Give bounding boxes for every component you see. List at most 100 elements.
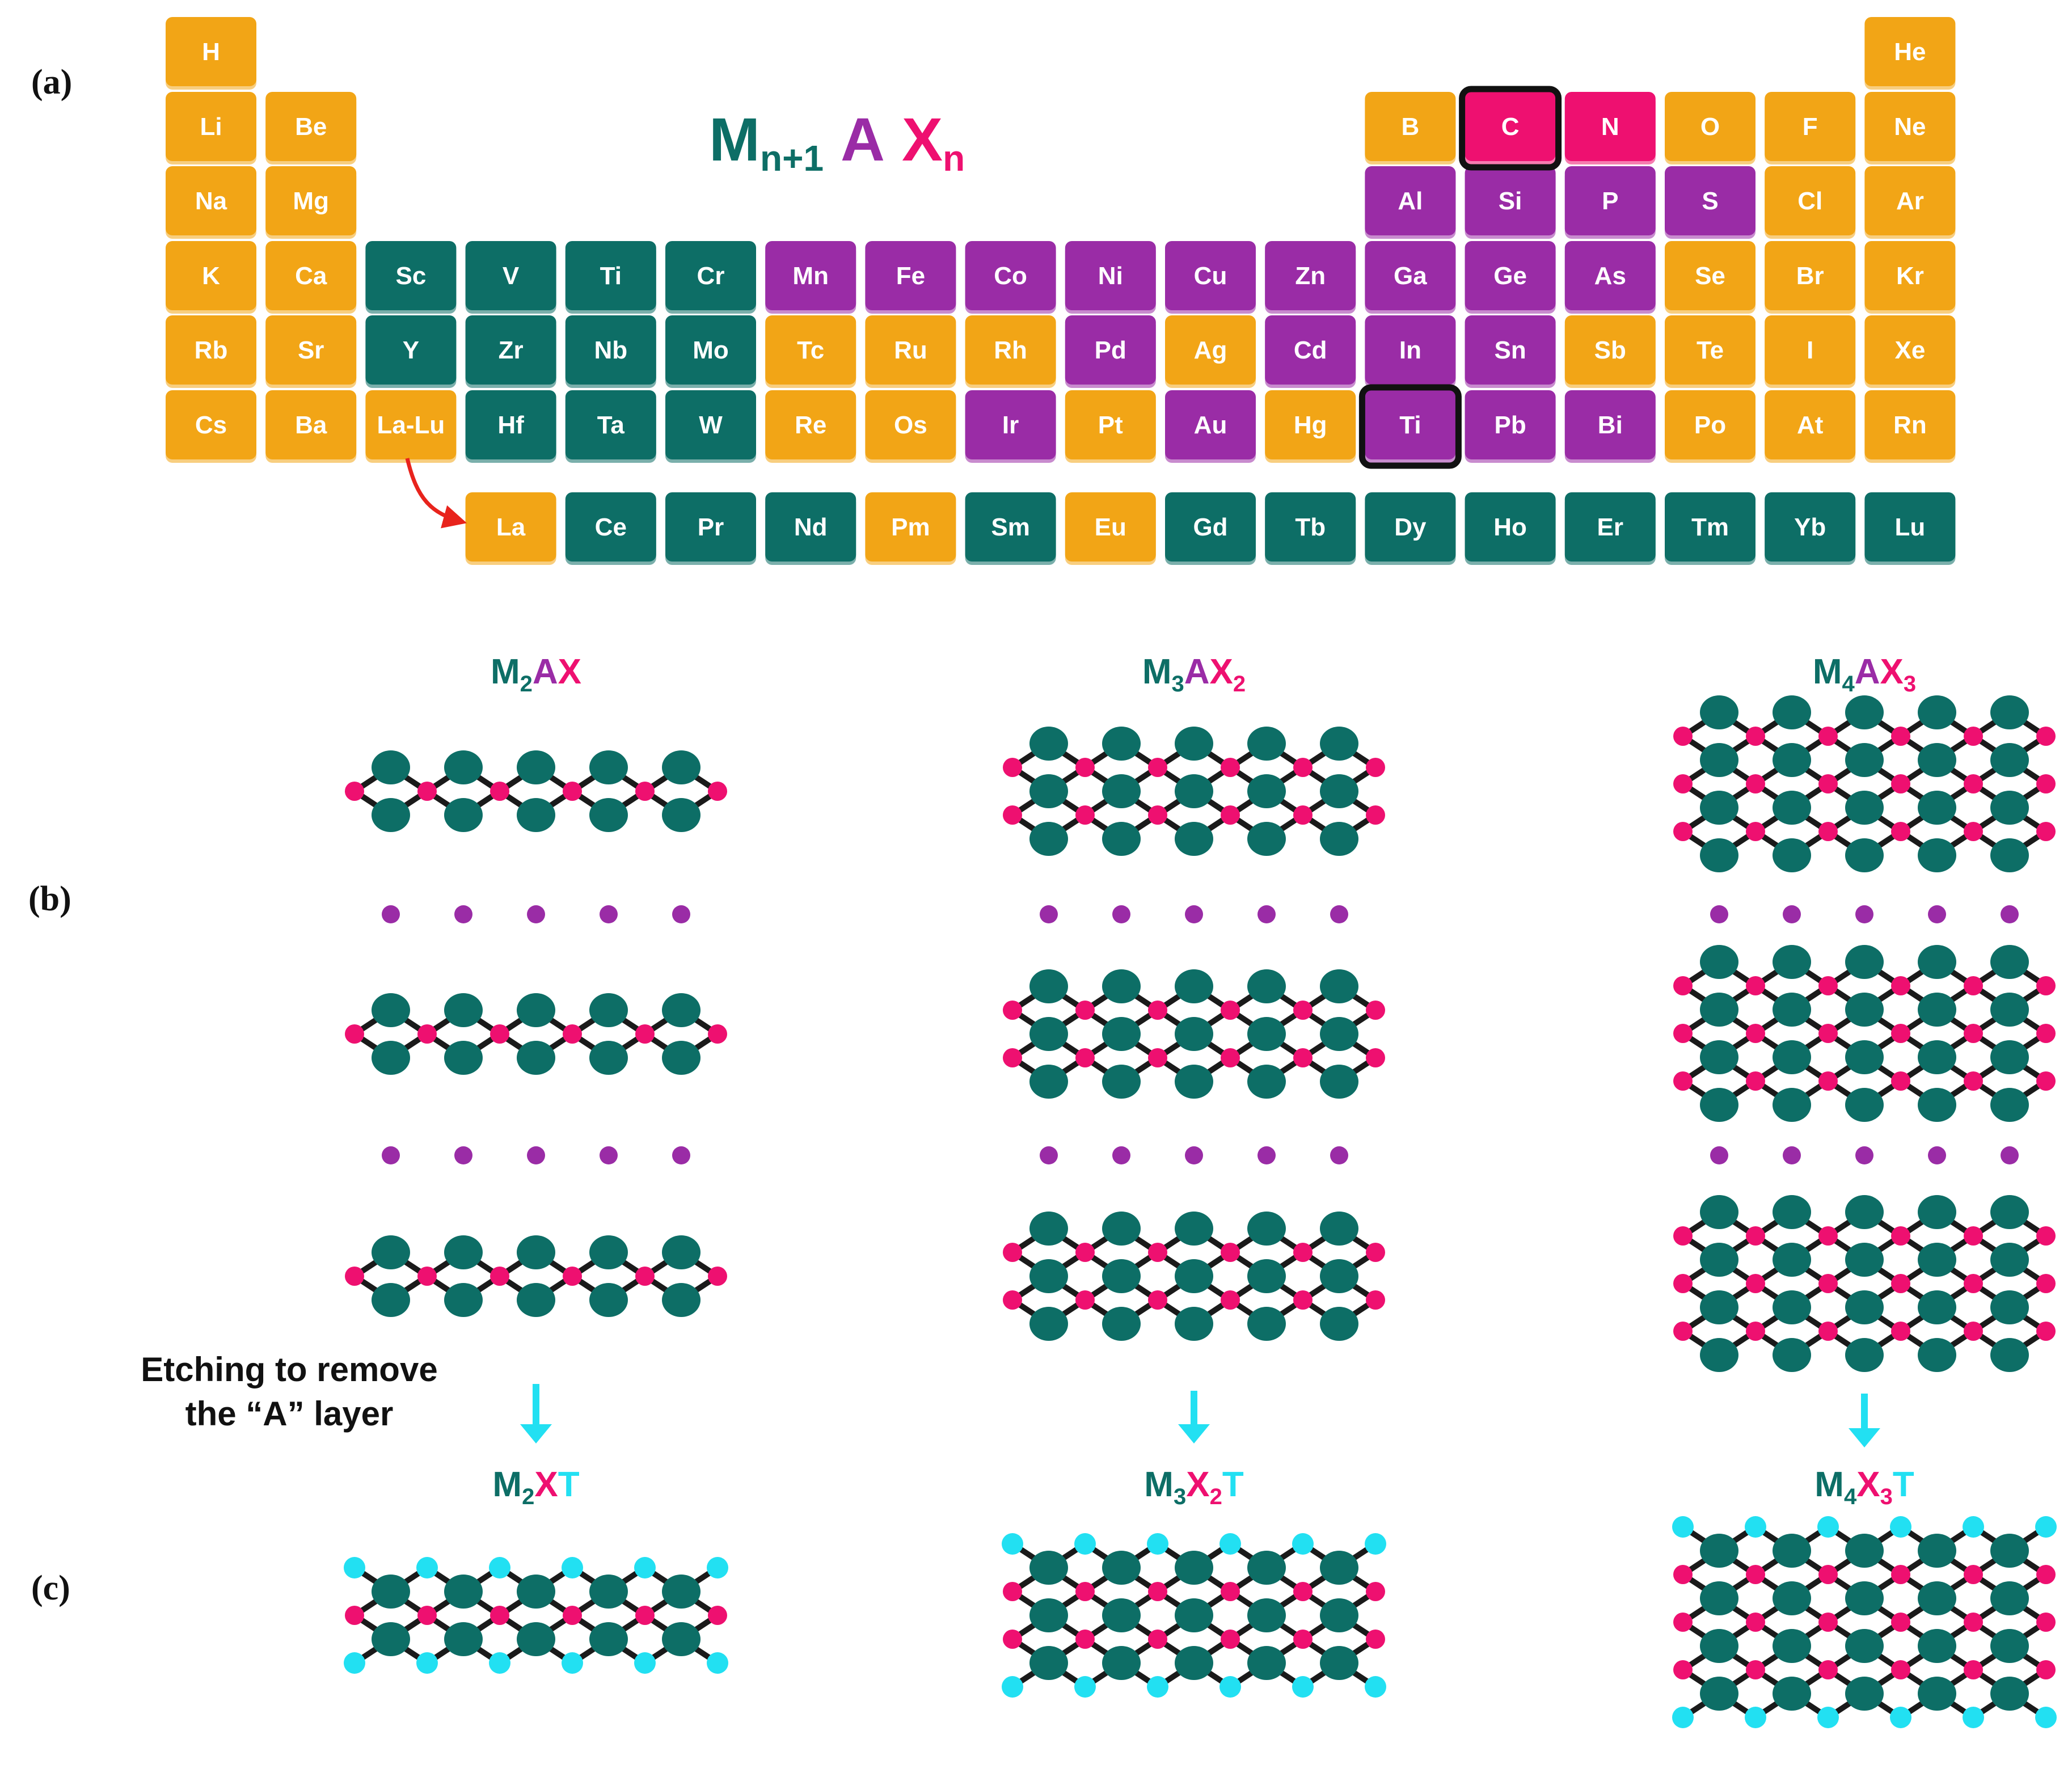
x-atom <box>1003 1048 1022 1067</box>
x-atom <box>1673 1274 1693 1293</box>
m-atom <box>1773 1195 1811 1229</box>
cell-face <box>265 315 357 385</box>
lanthanide-tm: Tm <box>1665 492 1755 565</box>
cell-face <box>465 315 556 385</box>
bonds <box>1681 959 2048 1108</box>
max-phase-formula-3: M3AX2 <box>1142 652 1246 697</box>
m-atom <box>1990 1338 2029 1372</box>
element-symbol: Y <box>403 336 419 364</box>
x-atom <box>635 1606 655 1625</box>
element-na: Na <box>166 166 256 239</box>
max-slab-3-3 <box>1003 1212 1385 1341</box>
m-atom <box>1320 1212 1358 1246</box>
m-atom <box>1175 1259 1213 1293</box>
x-atom <box>2036 1226 2056 1246</box>
x-atom <box>1818 1274 1838 1293</box>
mxene-formula-3: M3X2T <box>1144 1465 1244 1509</box>
m-atom <box>1700 1290 1738 1324</box>
cell-face <box>265 166 357 235</box>
element-symbol: I <box>1807 336 1813 364</box>
m-atom <box>662 750 700 784</box>
x-atom <box>1075 1001 1095 1020</box>
element-symbol: P <box>1602 187 1618 215</box>
cell-face <box>765 492 856 562</box>
m-atom <box>372 750 410 784</box>
element-symbol: Po <box>1694 411 1726 439</box>
m-atom <box>1102 727 1141 761</box>
cell-face <box>865 390 956 459</box>
element-sc: Sc <box>365 241 457 314</box>
x-atom <box>345 1024 364 1044</box>
m-atom <box>1102 1065 1141 1099</box>
a-atom <box>454 1146 472 1164</box>
x-atom <box>1891 1565 1910 1584</box>
x-atom <box>417 1606 437 1625</box>
m-atom <box>1773 945 1811 979</box>
cell-face <box>565 315 656 385</box>
lanthanide-er: Er <box>1564 492 1656 565</box>
cell-face <box>166 390 256 459</box>
lanthanide-ho: Ho <box>1465 492 1556 565</box>
element-i: I <box>1765 315 1856 388</box>
x-atom <box>1891 1660 1910 1679</box>
cell-face <box>665 390 756 459</box>
m-atom <box>662 993 700 1027</box>
a-atom <box>672 905 690 923</box>
m-atom <box>1773 743 1811 777</box>
m-atom <box>1175 774 1213 808</box>
element-at: At <box>1765 390 1856 463</box>
element-symbol: Ge <box>1493 262 1527 290</box>
element-symbol: Na <box>195 187 227 215</box>
x-atom <box>1818 1660 1838 1679</box>
element-symbol: O <box>1700 113 1720 141</box>
element-sn: Sn <box>1465 315 1556 388</box>
x-atom <box>1964 1660 1983 1679</box>
formula-part: M <box>1142 652 1172 691</box>
formula-part: 2 <box>520 672 533 697</box>
arrow-head <box>520 1424 552 1443</box>
m-atom <box>1029 1065 1068 1099</box>
cell-face <box>565 492 656 562</box>
m-atom <box>1990 1534 2029 1568</box>
element-symbol: W <box>699 411 723 439</box>
x-atom <box>1746 1071 1765 1091</box>
mxene-formula-2: M2XT <box>492 1465 579 1509</box>
a-layer-2-2 <box>382 1146 690 1164</box>
cell-face <box>166 92 256 161</box>
m-atom <box>1175 1646 1213 1680</box>
x-atom <box>417 782 437 801</box>
m-atom <box>662 1235 700 1269</box>
a-layer-4-1 <box>1710 905 2019 923</box>
x-atom <box>1366 1582 1385 1601</box>
element-symbol: Se <box>1695 262 1725 290</box>
cell-face <box>265 390 357 459</box>
arrow-head <box>1849 1428 1880 1447</box>
element-zn: Zn <box>1265 241 1356 314</box>
m-atom <box>372 1235 410 1269</box>
x-atom <box>1148 1243 1167 1262</box>
x-atom <box>1673 1613 1693 1632</box>
m-atom <box>1700 1677 1738 1711</box>
etching-arrow-3 <box>1178 1391 1210 1443</box>
t-atom <box>634 1652 656 1674</box>
x-atom <box>563 1606 582 1625</box>
m-atom <box>1102 1212 1141 1246</box>
element-mo: Mo <box>665 315 756 388</box>
m-atom <box>1320 1259 1358 1293</box>
x-atom <box>1964 727 1983 746</box>
formula-part: 2 <box>1210 1484 1222 1509</box>
x-atom <box>1964 1226 1983 1246</box>
a-atom <box>1710 905 1728 923</box>
element-symbol: Dy <box>1394 513 1427 541</box>
m-atom <box>444 1622 483 1656</box>
m-atom <box>1845 1534 1884 1568</box>
formula-part: X <box>534 1465 558 1504</box>
x-atom <box>1964 1071 1983 1091</box>
highlight-box-ti <box>1358 384 1462 469</box>
x-atom <box>1003 1001 1022 1020</box>
element-symbol: Sr <box>298 336 324 364</box>
formula-part: 2 <box>522 1484 534 1509</box>
atoms <box>1003 1212 1385 1341</box>
m-atom <box>1029 1598 1068 1632</box>
x-atom <box>1673 1660 1693 1679</box>
